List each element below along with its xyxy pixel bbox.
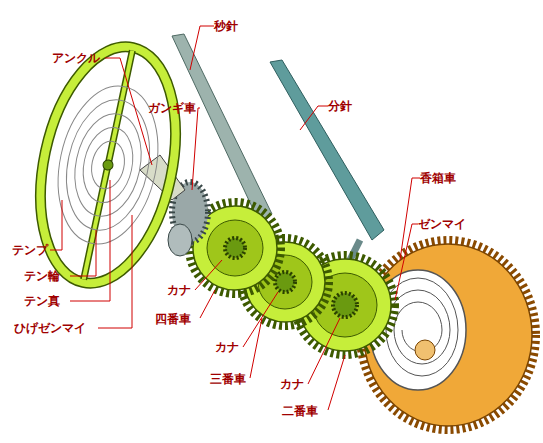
hairspring-coil [87, 138, 128, 192]
barrel-arbor [415, 340, 435, 360]
balance-arm-outline [84, 51, 133, 280]
leader-line [195, 260, 222, 290]
balance-staff [102, 159, 114, 171]
part-label: テン輪 [24, 269, 60, 283]
third-pinion [275, 272, 295, 292]
balance-arm [84, 51, 133, 280]
part-label: テン真 [24, 294, 60, 308]
leader-line [395, 224, 418, 300]
fourth-pinion [225, 238, 245, 258]
leader-line [250, 318, 262, 378]
part-label: 秒針 [214, 19, 238, 33]
hairspring-coil [66, 107, 150, 222]
leader-line [300, 106, 328, 130]
part-label: カナ [280, 377, 304, 391]
hairspring-coil [77, 123, 140, 207]
leader-line [308, 318, 340, 384]
part-label: テンプ [12, 243, 48, 257]
leader-line [243, 292, 278, 347]
part-label: 香箱車 [420, 171, 456, 185]
part-label: アンクル [52, 51, 100, 65]
part-label: ひげゼンマイ [14, 321, 86, 335]
part-label: 三番車 [210, 372, 246, 386]
leader-line [328, 355, 345, 410]
part-label: カナ [215, 340, 239, 354]
part-label: 二番車 [282, 404, 318, 418]
leader-line [70, 230, 96, 276]
part-label: カナ [167, 283, 191, 297]
part-label: ゼンマイ [418, 217, 466, 231]
leader-line [400, 178, 420, 260]
leader-line [105, 58, 152, 165]
leader-line [50, 200, 62, 250]
part-label: ガンギ車 [148, 101, 196, 115]
escape-pinion [168, 224, 192, 256]
part-label: 四番車 [155, 312, 191, 326]
part-label: 分針 [328, 99, 352, 113]
leader-line [98, 215, 132, 328]
leader-line [70, 180, 110, 301]
leader-line [190, 26, 214, 70]
hairspring-coil [55, 92, 161, 238]
leader-lines [50, 26, 420, 410]
barrel-wheel [364, 244, 532, 426]
leader-line [192, 108, 200, 190]
second-pinion [333, 293, 357, 317]
leader-line [200, 290, 215, 318]
minute-hand [270, 60, 384, 240]
